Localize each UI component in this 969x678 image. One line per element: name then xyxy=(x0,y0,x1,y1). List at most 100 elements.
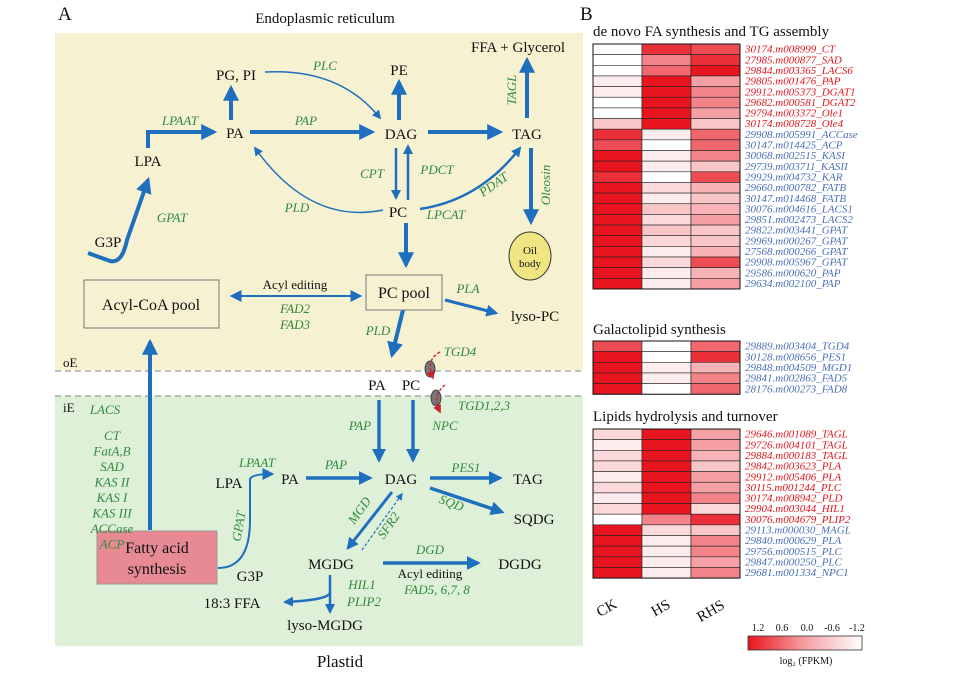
gene-label: 30174.m008999_CT xyxy=(744,44,836,56)
heatmap-cell xyxy=(641,235,692,247)
gene-label: 30128.m008656_PES1 xyxy=(744,351,846,363)
heatmap-cell xyxy=(690,535,741,547)
heatmap-cell xyxy=(641,471,692,483)
heatmap-cell xyxy=(641,535,692,547)
legend-tick-0: 1.2 xyxy=(752,623,765,634)
gene-label: 29113.m000030_MAGL xyxy=(745,525,851,537)
gene-label: 29929.m004732_KAR xyxy=(745,171,843,183)
gene-label: 29634.m002100_PAP xyxy=(745,278,841,290)
heatmap-cell xyxy=(690,150,741,162)
heatmap-cell xyxy=(690,545,741,558)
heatmap-cell xyxy=(690,128,741,141)
heatmap-cell xyxy=(690,65,741,77)
enzyme-hil1: HIL1 xyxy=(347,577,375,592)
heatmap-cell xyxy=(690,524,741,536)
heatmap-cell xyxy=(690,139,741,151)
heatmap-cell xyxy=(592,513,643,526)
enzyme-fad5678: FAD5, 6,7, 8 xyxy=(403,582,470,597)
heatmap-group-border xyxy=(592,340,741,395)
plastid-arrows xyxy=(142,338,505,614)
tgd123-transporter-icon xyxy=(430,384,446,414)
heatmap-cell xyxy=(690,503,741,515)
pa-label: PA xyxy=(226,126,244,142)
legend-gradient-bar xyxy=(747,635,863,651)
fas-enzyme-6: ACCase xyxy=(90,521,134,536)
heatmap-cell xyxy=(641,439,692,451)
fas-enzyme-3: KAS II xyxy=(93,475,130,490)
acyl-coa-pool-box xyxy=(83,279,220,329)
gene-label: 30174.m008942_PLD xyxy=(744,493,843,505)
heatmap-cell xyxy=(641,340,692,352)
heatmap-cell xyxy=(641,65,692,77)
heatmap-cell xyxy=(690,107,741,119)
plastid-dag-label: DAG xyxy=(385,472,418,488)
arrow-pcpool-pa xyxy=(387,309,405,359)
enzyme-tgd123: TGD1,2,3 xyxy=(458,398,511,413)
heatmap-cell xyxy=(690,351,741,363)
heatmap-cell xyxy=(690,267,741,279)
heatmap-cell xyxy=(592,65,643,77)
heatmap-cell xyxy=(690,256,741,268)
acyl-editing-label: Acyl editing xyxy=(263,277,328,292)
heatmap-cell xyxy=(592,171,643,183)
enzyme-gpat-p: GPAT xyxy=(229,509,249,542)
heatmap-group-title-0: de novo FA synthesis and TG assembly xyxy=(593,24,830,40)
enzyme-pap: PAP xyxy=(294,113,317,128)
ffa-glycerol-label: FFA + Glycerol xyxy=(471,40,565,56)
enzyme-lpcat: LPCAT xyxy=(426,207,466,222)
legend-label: log₂ (FPKM) xyxy=(780,656,833,667)
gene-label: 29739.m003711_KASII xyxy=(745,161,849,173)
heatmap-cell xyxy=(690,171,741,183)
enzyme-pdct: PDCT xyxy=(419,162,454,177)
heatmap-cell xyxy=(690,439,741,451)
gene-label: 29912.m005406_PLA xyxy=(745,471,842,483)
enzyme-tagl: TAGL xyxy=(504,75,519,106)
fas-enzyme-0: CT xyxy=(104,428,121,443)
enzyme-plip2: PLIP2 xyxy=(346,594,381,609)
heatmap-cell xyxy=(641,513,692,526)
heatmap-cell xyxy=(592,481,643,494)
heatmap-cell xyxy=(592,54,643,66)
mgdg-label: MGDG xyxy=(308,557,354,573)
enzyme-npc: NPC xyxy=(431,418,458,433)
heatmap-cell xyxy=(641,524,692,536)
heatmap-cell xyxy=(690,481,741,494)
gene-label: 29805.m001476_PAP xyxy=(745,76,841,88)
heatmap-cell xyxy=(690,192,741,205)
heatmap-cell xyxy=(690,43,741,55)
gene-label: 29884.m000183_TAGL xyxy=(745,450,848,462)
gene-label: 27568.m000266_GPAT xyxy=(745,246,848,258)
tag-label: TAG xyxy=(512,127,542,143)
heatmap-cell xyxy=(592,524,643,536)
oil-body xyxy=(508,231,552,281)
heatmap-cell xyxy=(592,139,643,151)
enzyme-pld-2: PLD xyxy=(365,323,391,338)
heatmap-cell xyxy=(641,492,692,504)
gene-label: 30115.m001244_PLC xyxy=(744,482,842,494)
gene-label: 30147.m014468_FATB xyxy=(744,193,846,205)
heatmap-cell xyxy=(592,449,643,462)
heatmap-cell xyxy=(641,214,692,226)
heatmap-cell xyxy=(592,428,643,440)
plastid-g3p-label: G3P xyxy=(237,569,264,585)
enzyme-oleosin: Oleosin xyxy=(538,165,553,205)
gene-label: 29842.m003623_PLA xyxy=(745,461,842,473)
gene-label: 29848.m004509_MGD1 xyxy=(745,362,852,374)
heatmap-cell xyxy=(641,182,692,194)
enzyme-gpat: GPAT xyxy=(157,210,188,225)
heatmap-cell xyxy=(690,471,741,483)
heatmap-cell xyxy=(641,203,692,215)
heatmap-cell xyxy=(592,372,643,384)
arrow-pgpi-dag-plc xyxy=(264,70,382,120)
heatmap-cell xyxy=(690,160,741,173)
heatmap-cell xyxy=(592,235,643,247)
heatmap-cell xyxy=(641,75,692,87)
heatmap-cell xyxy=(592,556,643,568)
lyso-pc-label: lyso-PC xyxy=(511,309,559,325)
heatmap-cell xyxy=(592,150,643,162)
enzyme-pap-p1: PAP xyxy=(348,418,371,433)
heatmap-cell xyxy=(641,256,692,268)
heatmap-cell xyxy=(641,481,692,494)
heatmap-cell xyxy=(690,428,741,440)
heatmap-cell xyxy=(641,556,692,568)
